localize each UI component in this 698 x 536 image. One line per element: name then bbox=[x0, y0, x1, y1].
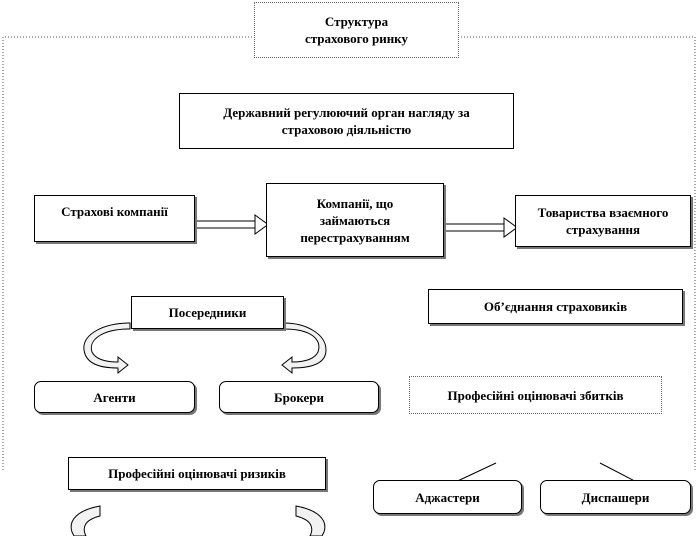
curved-arrow-left-intermediaries bbox=[83, 322, 131, 375]
dispachers-box: Диспашери bbox=[540, 480, 691, 514]
regulator-label: Державний регулюючий орган нагляду за ст… bbox=[223, 105, 470, 137]
curved-arrow-right-intermediaries bbox=[281, 322, 327, 375]
brokers-label: Брокери bbox=[274, 389, 324, 405]
curved-arrow-right-risk bbox=[295, 505, 326, 536]
title-box: Структура страхового ринку bbox=[254, 2, 459, 58]
curved-arrow-left-risk bbox=[70, 505, 101, 536]
associations-box: Об’єднання страховиків bbox=[428, 289, 683, 324]
risk-assessors-label: Професійні оцінювачі ризиків bbox=[108, 466, 286, 481]
arrow-reinsurers-to-mutual bbox=[444, 217, 518, 238]
associations-label: Об’єднання страховиків bbox=[483, 299, 628, 314]
loss-adjusters-box: Професійні оцінювачі збитків bbox=[409, 376, 662, 414]
agents-label: Агенти bbox=[93, 389, 136, 405]
reinsurers-label: Компанії, що займаються перестрахуванням bbox=[300, 195, 410, 245]
adjusters-label: Аджастери bbox=[415, 489, 480, 505]
loss-adjusters-label: Професійні оцінювачі збитків bbox=[447, 387, 624, 403]
reinsurers-box: Компанії, що займаються перестрахуванням bbox=[266, 183, 444, 257]
insurers-box: Страхові компанії bbox=[34, 195, 195, 242]
intermediaries-label: Посередники bbox=[168, 305, 247, 320]
mutual-label: Товариства взаємного страхування bbox=[537, 205, 669, 237]
dispachers-label: Диспашери bbox=[581, 489, 650, 505]
title-label: Структура страхового ринку bbox=[304, 14, 408, 46]
risk-assessors-box: Професійні оцінювачі ризиків bbox=[68, 457, 326, 490]
mutual-box: Товариства взаємного страхування bbox=[515, 195, 691, 247]
agents-box: Агенти bbox=[34, 381, 195, 413]
intermediaries-box: Посередники bbox=[131, 296, 284, 329]
insurers-label: Страхові компанії bbox=[61, 204, 168, 219]
regulator-box: Державний регулюючий орган нагляду за ст… bbox=[179, 93, 514, 149]
adjusters-box: Аджастери bbox=[373, 480, 522, 514]
outer-frame bbox=[2, 36, 696, 470]
arrow-insurers-to-reinsurers bbox=[196, 214, 269, 235]
brokers-box: Брокери bbox=[219, 381, 379, 413]
